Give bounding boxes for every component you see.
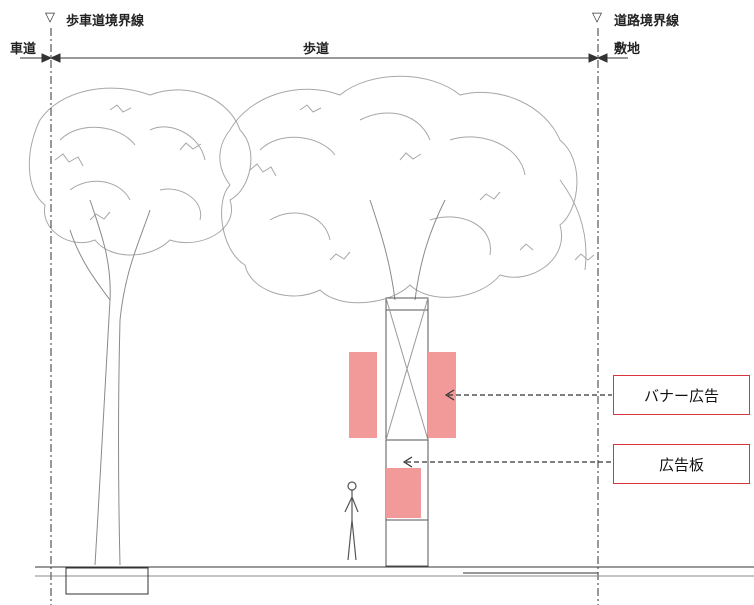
road-boundary-label: 道路境界線 xyxy=(614,14,680,29)
tree-canopy-left xyxy=(28,87,252,256)
ad-board xyxy=(386,468,421,518)
leader-arrows xyxy=(406,394,612,463)
banner-ad-left xyxy=(349,352,377,438)
pedestrian-figure xyxy=(344,481,359,561)
boundary-marker-right: ▽ xyxy=(592,10,602,25)
boundary-lines xyxy=(50,28,599,605)
sidewalk-roadway-boundary-label: 歩車道境界線 xyxy=(66,14,145,29)
roadway-label: 車道 xyxy=(10,42,37,57)
sign-pole xyxy=(385,297,429,567)
banner-ad-callout: バナー広告 xyxy=(613,375,750,415)
tree-canopy-center xyxy=(219,75,595,304)
boundary-marker-left: ▽ xyxy=(45,10,55,25)
site-label: 敷地 xyxy=(614,42,641,57)
ad-board-callout: 広告板 xyxy=(613,444,750,484)
tree-trunks xyxy=(69,199,446,566)
dimension-line xyxy=(20,53,628,63)
sidewalk-label: 歩道 xyxy=(303,42,330,57)
ground-line xyxy=(35,566,754,595)
